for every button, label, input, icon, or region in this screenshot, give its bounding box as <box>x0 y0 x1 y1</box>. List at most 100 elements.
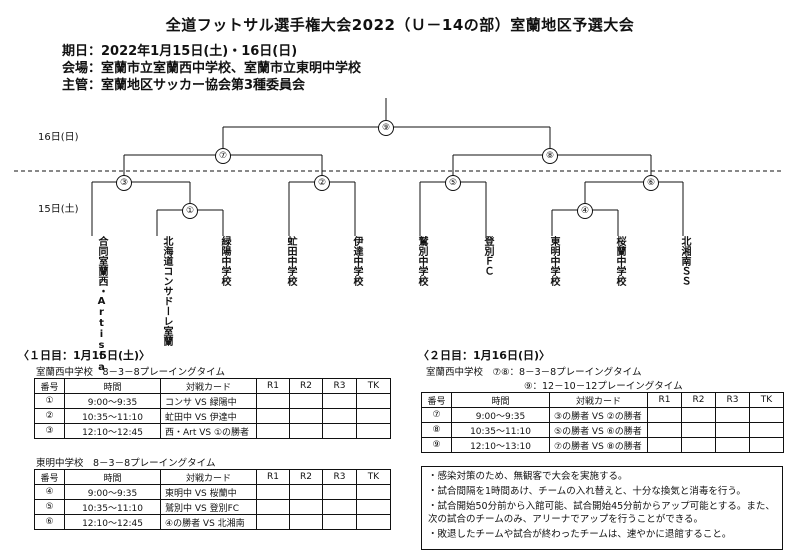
score-cell <box>356 514 391 530</box>
table-header-row: 番号 時間 対戦カード R1 R2 R3 TK <box>34 469 391 485</box>
day2-table: 番号 時間 対戦カード R1 R2 R3 TK ⑦ 9:00～9:35 ③の勝者… <box>421 392 784 453</box>
match-7-node: ⑦ <box>215 148 231 164</box>
match-card: ⑤の勝者 VS ⑥の勝者 <box>549 422 648 438</box>
day2-final-label: ⑨：12－10－12プレーイングタイム <box>524 381 683 392</box>
score-cell <box>715 422 750 438</box>
score-cell <box>356 393 391 409</box>
day1-venue-b-label: 東明中学校 8－3－8プレーイングタイム <box>36 458 216 469</box>
score-cell <box>681 407 716 423</box>
team-consadole-line-1: 北海道 <box>161 236 172 266</box>
score-cell <box>256 408 290 424</box>
match-time: 10:35～11:10 <box>451 422 550 438</box>
match-time: 9:00～9:35 <box>64 393 161 409</box>
match-card: ③の勝者 VS ②の勝者 <box>549 407 648 423</box>
col-header: 番号 <box>34 378 65 394</box>
match-3-node: ③ <box>116 175 132 191</box>
note-item: ・試合開始50分前から入館可能、試合開始45分前からアップ可能とする。また、次の… <box>428 501 775 525</box>
page-title: 全道フットサル選手権大会2022（Ｕ－14の部）室蘭地区予選大会 <box>165 16 635 34</box>
score-cell <box>256 484 290 500</box>
team-oran: 桜蘭中学校 <box>614 236 625 286</box>
match-card: 鷲別中 VS 登別FC <box>160 499 257 515</box>
col-header: 時間 <box>64 378 161 394</box>
table-row: ③ 12:10～12:45 西・Art VS ①の勝者 <box>34 423 391 439</box>
day1-venue-a-label: 室蘭西中学校 8－3－8プレーイングタイム <box>36 367 225 378</box>
col-header: R3 <box>715 392 750 408</box>
col-header: R2 <box>289 378 323 394</box>
team-consadole-line-2: コンサドーレ室蘭 <box>161 266 172 346</box>
day1-venue-a-table: 番号 時間 対戦カード R1 R2 R3 TK ① 9:00～9:35 コンサ … <box>34 378 391 439</box>
table-row: ① 9:00～9:35 コンサ VS 緑陽中 <box>34 393 391 409</box>
score-cell <box>322 514 357 530</box>
match-6-node: ⑥ <box>643 175 659 191</box>
score-cell <box>256 499 290 515</box>
match-5-node: ⑤ <box>445 175 461 191</box>
score-cell <box>289 514 323 530</box>
score-cell <box>749 422 784 438</box>
score-cell <box>681 422 716 438</box>
col-header: 番号 <box>34 469 65 485</box>
score-cell <box>256 514 290 530</box>
match-time: 9:00～9:35 <box>64 484 161 500</box>
score-cell <box>356 423 391 439</box>
col-header: TK <box>356 378 391 394</box>
score-cell <box>647 422 682 438</box>
score-cell <box>356 408 391 424</box>
match-card: ④の勝者 VS 北湘南 <box>160 514 257 530</box>
notes-box: ・感染対策のため、無観客で大会を実施する。 ・試合間隔を1時間あけ、チームの入れ… <box>421 466 783 550</box>
team-washibetsu: 鷲別中学校 <box>416 236 427 286</box>
col-header: 対戦カード <box>160 378 257 394</box>
table-row: ⑧ 10:35～11:10 ⑤の勝者 VS ⑥の勝者 <box>421 422 784 438</box>
score-cell <box>322 408 357 424</box>
match-number: ① <box>34 393 65 409</box>
col-header: TK <box>749 392 784 408</box>
note-item: ・感染対策のため、無観客で大会を実施する。 <box>428 471 628 482</box>
score-cell <box>647 437 682 453</box>
table-header-row: 番号 時間 対戦カード R1 R2 R3 TK <box>421 392 784 408</box>
team-nishi-artista-line-2: 室蘭西・Artista <box>96 256 107 373</box>
score-cell <box>256 393 290 409</box>
match-8-node: ⑧ <box>542 148 558 164</box>
match-9-node: ⑨ <box>378 120 394 136</box>
score-cell <box>322 484 357 500</box>
col-header: 対戦カード <box>160 469 257 485</box>
note-item: ・敗退したチームや試合が終わったチームは、速やかに退館すること。 <box>428 529 732 540</box>
team-kitashonan-ss: 北湘南ＳＳ <box>679 236 690 286</box>
match-number: ⑧ <box>421 422 452 438</box>
table-row: ⑦ 9:00～9:35 ③の勝者 VS ②の勝者 <box>421 407 784 423</box>
team-nishi-artista: 合同室蘭西・Artista <box>77 236 107 373</box>
score-cell <box>289 499 323 515</box>
col-header: R2 <box>289 469 323 485</box>
col-header: 番号 <box>421 392 452 408</box>
team-noboribetsu-fc: 登別ＦＣ <box>482 236 493 276</box>
day2-title: 〈２日目：1月16日(日)〉 <box>418 349 551 362</box>
day1-title: 〈１日目：1月15日(土)〉 <box>18 349 151 362</box>
match-card: 虻田中 VS 伊達中 <box>160 408 257 424</box>
match-4-node: ④ <box>577 203 593 219</box>
col-header: TK <box>356 469 391 485</box>
match-1-node: ① <box>182 203 198 219</box>
note-item: ・試合間隔を1時間あけ、チームの入れ替えと、十分な換気と消毒を行う。 <box>428 486 746 497</box>
col-header: 時間 <box>451 392 550 408</box>
score-cell <box>289 484 323 500</box>
match-time: 12:10～12:45 <box>64 423 161 439</box>
score-cell <box>289 393 323 409</box>
match-number: ③ <box>34 423 65 439</box>
match-number: ⑤ <box>34 499 65 515</box>
score-cell <box>322 499 357 515</box>
score-cell <box>681 437 716 453</box>
col-header: R1 <box>647 392 682 408</box>
match-number: ④ <box>34 484 65 500</box>
table-row: ④ 9:00～9:35 東明中 VS 桜蘭中 <box>34 484 391 500</box>
match-number: ⑨ <box>421 437 452 453</box>
team-abuta: 虻田中学校 <box>285 236 296 286</box>
match-time: 10:35～11:10 <box>64 499 161 515</box>
score-cell <box>749 407 784 423</box>
score-cell <box>322 393 357 409</box>
score-cell <box>289 423 323 439</box>
match-card: 東明中 VS 桜蘭中 <box>160 484 257 500</box>
score-cell <box>289 408 323 424</box>
table-row: ② 10:35～11:10 虻田中 VS 伊達中 <box>34 408 391 424</box>
event-organizer: 主管：室蘭地区サッカー協会第3種委員会 <box>62 78 306 93</box>
event-venue: 会場：室蘭市立室蘭西中学校、室蘭市立東明中学校 <box>62 61 362 76</box>
day2-label: 16日(日) <box>38 132 79 143</box>
